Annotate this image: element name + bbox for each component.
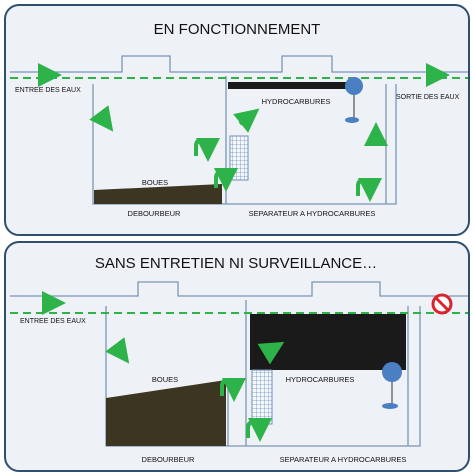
flow-arrow-icon xyxy=(257,341,285,365)
debourbeur-label: DEBOURBEUR xyxy=(142,455,196,464)
panel-no-maintenance: SANS ENTRETIEN NI SURVEILLANCE… HYDROCAR… xyxy=(4,241,470,472)
sludge-label: BOUES xyxy=(152,375,178,384)
panel-title: EN FONCTIONNEMENT xyxy=(154,21,321,38)
float-valve-icon xyxy=(382,362,402,382)
u-turn-arrow-icon xyxy=(356,177,382,202)
float-valve-icon xyxy=(345,77,363,95)
inlet-label: ENTREE DES EAUX xyxy=(20,318,86,325)
coalescing-filter-icon xyxy=(229,135,249,181)
u-turn-arrow-icon xyxy=(246,418,272,442)
hydrocarbon-label: HYDROCARBURES xyxy=(262,97,331,106)
inlet-label: ENTREE DES EAUX xyxy=(15,87,81,94)
panel-normal-operation: EN FONCTIONNEMENT HYDROCARBURES BOUES xyxy=(4,4,470,236)
sludge-label: BOUES xyxy=(142,178,168,187)
debourbeur-label: DEBOURBEUR xyxy=(128,209,182,218)
sludge-layer xyxy=(94,184,222,204)
hydrocarbon-layer xyxy=(250,314,406,370)
flow-arrow-icon xyxy=(89,105,114,132)
no-entry-icon xyxy=(431,293,453,315)
float-valve-seat xyxy=(382,403,398,409)
float-valve-seat xyxy=(345,117,359,123)
separator-label: SEPARATEUR A HYDROCARBURES xyxy=(249,209,376,218)
separator-label: SEPARATEUR A HYDROCARBURES xyxy=(280,455,407,464)
coalescing-filter-icon xyxy=(251,369,273,425)
panel-title: SANS ENTRETIEN NI SURVEILLANCE… xyxy=(95,255,377,272)
u-turn-arrow-icon xyxy=(220,377,246,402)
panel-frame xyxy=(4,4,470,236)
hydrocarbon-label: HYDROCARBURES xyxy=(286,375,355,384)
tank-outline xyxy=(10,55,468,205)
hydrocarbon-layer xyxy=(228,82,346,89)
flow-arrow-icon xyxy=(105,337,130,364)
outlet-label: SORTIE DES EAUX xyxy=(396,94,460,101)
u-turn-arrow-icon xyxy=(194,137,220,162)
u-turn-arrow-icon xyxy=(214,168,238,192)
sludge-layer xyxy=(106,380,226,446)
flow-arrow-icon xyxy=(233,108,260,133)
